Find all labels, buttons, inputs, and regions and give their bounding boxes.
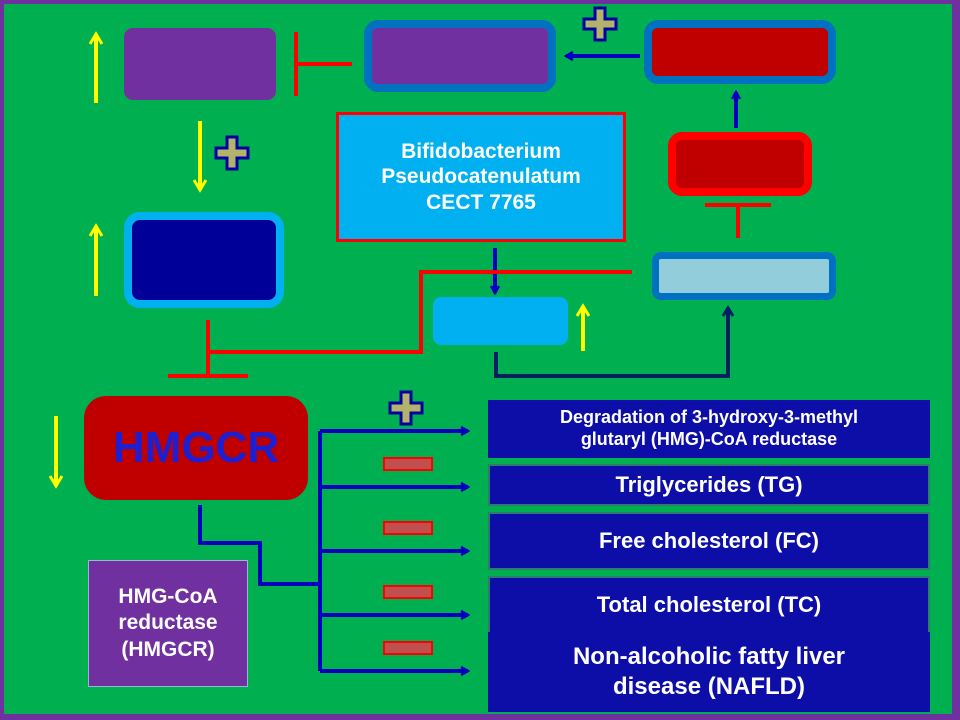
probiotic-line-2: Pseudocatenulatum xyxy=(381,165,581,189)
pale-blue-node xyxy=(652,252,836,300)
minus-icon xyxy=(383,641,433,655)
probiotic-line-1: Bifidobacterium xyxy=(401,140,561,164)
legend-line-2: reductase xyxy=(118,611,218,635)
probiotic-line-3: CECT 7765 xyxy=(426,190,536,214)
outcome-total-cholesterol: Total cholesterol (TC) xyxy=(488,576,930,632)
outcome-line: Triglycerides (TG) xyxy=(615,471,803,497)
red-node-1 xyxy=(644,20,836,84)
light-blue-node xyxy=(433,297,568,345)
hmgcr-connector xyxy=(198,505,320,586)
plus-icon xyxy=(582,6,618,42)
probiotic-box: Bifidobacterium Pseudocatenulatum CECT 7… xyxy=(336,112,626,242)
outcome-line: disease (NAFLD) xyxy=(612,673,806,700)
outcome-line: Free cholesterol (FC) xyxy=(598,527,820,553)
navy-node xyxy=(124,212,284,308)
outcome-free-cholesterol: Free cholesterol (FC) xyxy=(488,512,930,570)
activate-path xyxy=(494,308,728,378)
purple-node-1 xyxy=(124,28,276,100)
minus-icon xyxy=(383,457,433,471)
plus-icon xyxy=(388,390,424,426)
outcome-triglycerides: Triglycerides (TG) xyxy=(488,464,930,506)
plus-icon xyxy=(214,135,250,171)
outcome-line: Degradation of 3-hydroxy-3-methyl xyxy=(559,407,859,428)
red-node-2 xyxy=(668,132,812,196)
outcome-nafld: Non-alcoholic fatty liver disease (NAFLD… xyxy=(488,632,930,712)
hmgcr-label: HMGCR xyxy=(112,422,280,472)
outcome-line: glutaryl (HMG)-CoA reductase xyxy=(580,429,838,449)
minus-icon xyxy=(383,585,433,599)
hmgcr-node: HMGCR xyxy=(84,396,308,500)
inhibit-path xyxy=(208,270,632,354)
purple-node-2 xyxy=(364,20,556,92)
legend-line-3: (HMGCR) xyxy=(121,637,215,661)
minus-icon xyxy=(383,521,433,535)
outcome-line: Total cholesterol (TC) xyxy=(596,591,822,617)
outcome-hmgcr-degradation: Degradation of 3-hydroxy-3-methyl glutar… xyxy=(488,400,930,458)
legend-box: HMG-CoA reductase (HMGCR) xyxy=(88,560,248,687)
legend-line-1: HMG-CoA xyxy=(118,585,218,609)
outcome-line: Non-alcoholic fatty liver xyxy=(572,643,846,670)
